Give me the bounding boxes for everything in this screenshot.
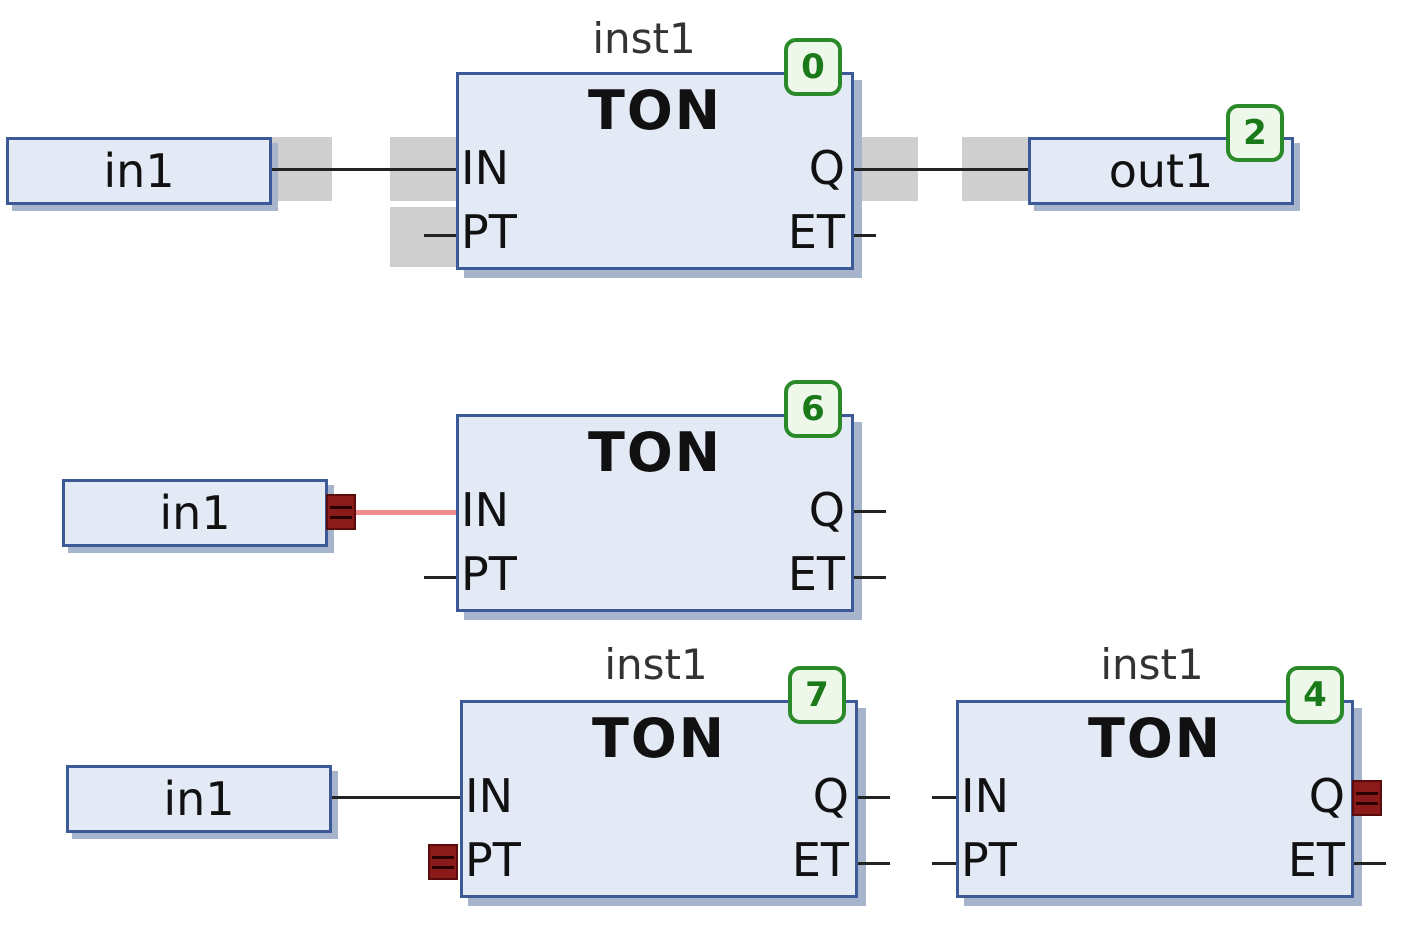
pin-pt[interactable]: PT (465, 833, 521, 887)
pin-et[interactable]: ET (1287, 833, 1345, 887)
instance-name[interactable]: inst1 (604, 640, 708, 689)
connection-wire[interactable] (332, 796, 462, 799)
pin-stub (424, 234, 458, 237)
input-variable-label: in1 (163, 772, 235, 826)
pin-in[interactable]: IN (961, 769, 1009, 823)
pin-stub (858, 862, 890, 865)
pin-q[interactable]: Q (812, 769, 849, 823)
pin-q[interactable]: Q (1308, 769, 1345, 823)
pin-stub (424, 576, 458, 579)
connection-wire[interactable] (272, 168, 458, 171)
instance-name[interactable]: inst1 (1100, 640, 1204, 689)
function-block-ton[interactable]: TON IN PT Q ET (460, 700, 858, 898)
execution-order-badge: 7 (788, 666, 846, 724)
pin-q[interactable]: Q (808, 483, 845, 537)
pin-et[interactable]: ET (787, 547, 845, 601)
function-block-ton[interactable]: TON IN PT Q ET (456, 414, 854, 612)
input-variable-in1[interactable]: in1 (6, 137, 272, 205)
block-type-label: TON (588, 421, 722, 484)
pin-pt[interactable]: PT (461, 547, 517, 601)
function-block-ton[interactable]: TON IN PT Q ET (956, 700, 1354, 898)
invalid-connection-wire[interactable] (356, 510, 458, 515)
pin-in[interactable]: IN (461, 483, 509, 537)
pin-stub (932, 796, 960, 799)
pin-in[interactable]: IN (465, 769, 513, 823)
pin-stub (1354, 862, 1386, 865)
input-variable-in1[interactable]: in1 (62, 479, 328, 547)
instance-name[interactable]: inst1 (592, 14, 696, 63)
pin-in[interactable]: IN (461, 141, 509, 195)
block-type-label: TON (1088, 707, 1222, 770)
execution-order-badge: 4 (1286, 666, 1344, 724)
function-block-ton[interactable]: TON IN PT Q ET (456, 72, 854, 270)
pin-pt[interactable]: PT (961, 833, 1017, 887)
selection-highlight (390, 207, 456, 267)
input-variable-in1[interactable]: in1 (66, 765, 332, 833)
pin-stub (854, 576, 886, 579)
pin-stub (858, 796, 890, 799)
input-variable-label: in1 (103, 144, 175, 198)
input-variable-label: in1 (159, 486, 231, 540)
pin-pt[interactable]: PT (461, 205, 517, 259)
execution-order-badge: 6 (784, 380, 842, 438)
pin-stub (854, 234, 876, 237)
pin-stub (854, 510, 886, 513)
error-marker (428, 844, 458, 880)
pin-et[interactable]: ET (791, 833, 849, 887)
execution-order-badge: 2 (1226, 104, 1284, 162)
block-type-label: TON (592, 707, 726, 770)
block-type-label: TON (588, 79, 722, 142)
output-variable-label: out1 (1108, 144, 1214, 198)
execution-order-badge: 0 (784, 38, 842, 96)
output-variable-out1[interactable]: out1 (1028, 137, 1294, 205)
pin-q[interactable]: Q (808, 141, 845, 195)
pin-et[interactable]: ET (787, 205, 845, 259)
error-marker (1352, 780, 1382, 816)
pin-stub (932, 862, 960, 865)
error-marker (326, 494, 356, 530)
connection-wire[interactable] (854, 168, 1030, 171)
